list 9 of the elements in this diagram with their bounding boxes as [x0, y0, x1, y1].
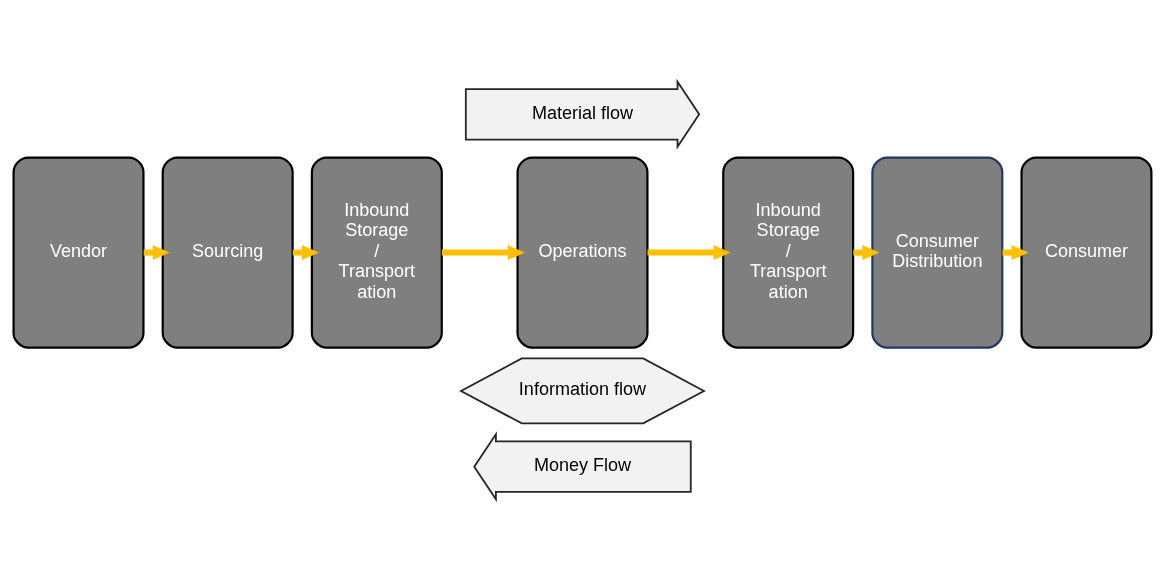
node-box: Vendor: [12, 156, 145, 349]
node-box: Inbound Storage / Transport ation: [310, 156, 443, 349]
node-box: Operations: [516, 156, 649, 349]
node-box: Sourcing: [161, 156, 294, 349]
arrow: [441, 244, 525, 260]
node-box: Consumer: [1020, 156, 1153, 349]
arrow: [647, 244, 731, 260]
node-box: Inbound Storage / Transport ation: [722, 156, 855, 349]
node-box: Consumer Distribution: [871, 156, 1004, 349]
